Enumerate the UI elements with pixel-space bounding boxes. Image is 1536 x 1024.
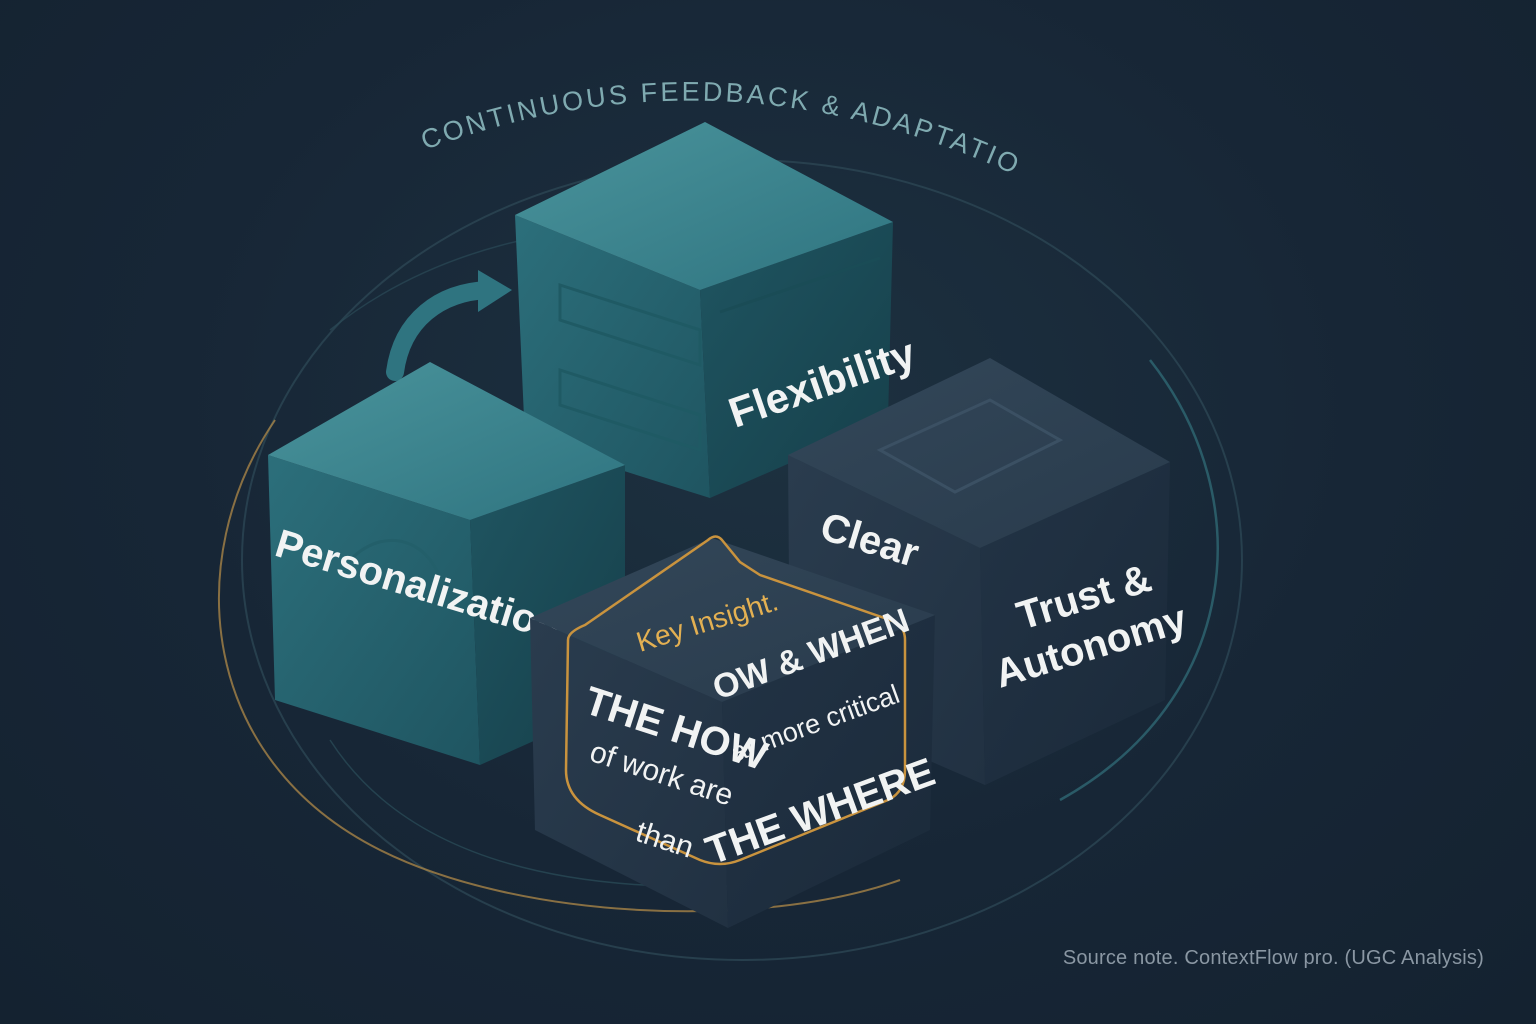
arc-title-text: CONTINUOUS FEEDBACK & ADAPTATION bbox=[0, 0, 1023, 181]
block-trust-emboss bbox=[876, 398, 1064, 494]
block-trust-right-face bbox=[980, 462, 1170, 785]
block-personalization-left-face bbox=[268, 455, 480, 765]
feedback-arrow-head bbox=[478, 270, 512, 312]
feedback-arrow-curve bbox=[386, 281, 497, 381]
block-trust-top-face bbox=[788, 358, 1170, 548]
block-insight-top-face bbox=[530, 538, 935, 702]
source-note: Source note. ContextFlow pro. (UGC Analy… bbox=[1062, 947, 1484, 969]
orbit-ring-teal-right bbox=[1059, 359, 1219, 802]
block-key-insight: Key Insight. OW & WHEN THE HOW of work a… bbox=[530, 535, 941, 928]
block-personalization-emboss bbox=[348, 539, 447, 601]
block-insight-right-face bbox=[722, 615, 935, 928]
block-insight-gold-outline bbox=[564, 535, 907, 866]
arc-title: CONTINUOUS FEEDBACK & ADAPTATION bbox=[0, 0, 1026, 181]
block-personalization-top-face bbox=[268, 362, 625, 520]
block-flexibility-top-face bbox=[515, 122, 893, 290]
block-flexibility-slots bbox=[558, 256, 881, 453]
feedback-arrow bbox=[386, 270, 512, 381]
